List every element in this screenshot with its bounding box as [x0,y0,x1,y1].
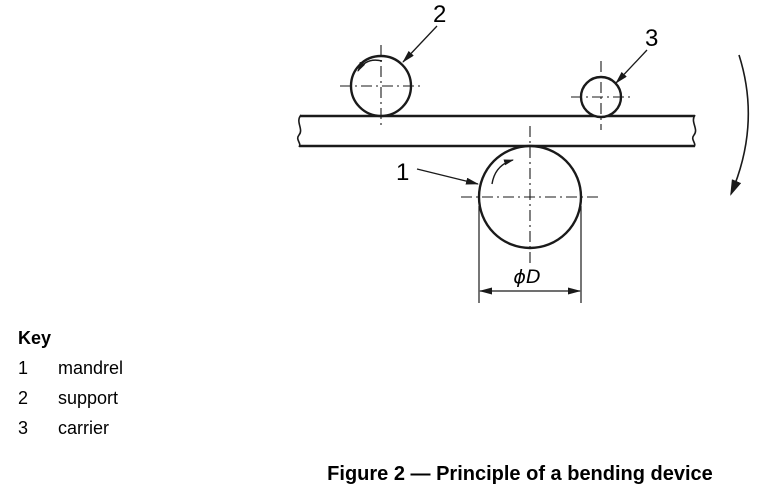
key-item-number: 2 [18,388,29,408]
support-roller [349,54,413,118]
key-item-carrier: 3 carrier [18,418,123,439]
centerlines [340,45,631,264]
support-rotation-arrow [357,59,383,72]
key-item-label: mandrel [58,358,124,378]
key-item-mandrel: 1 mandrel [18,358,123,379]
key-item-label: support [58,388,119,408]
dimension-label-phi-d: ϕD [513,266,540,288]
callout-label-mandrel: 1 [396,159,409,186]
callout-label-support: 2 [433,1,446,28]
bending-device-diagram: 1 2 3 ϕD [296,1,750,303]
figure-caption: Figure 2 — Principle of a bending device [327,463,713,485]
bar-left-break [296,114,302,148]
key-item-number: 3 [18,418,29,438]
mandrel-leader-line [416,168,479,185]
carrier-leader-line [615,49,648,84]
key-item-number: 1 [18,358,29,378]
key-item-support: 2 support [18,388,123,409]
callout-label-carrier: 3 [645,25,658,52]
diameter-dimension: ϕD [478,206,582,303]
mandrel-rotation-arrow [491,159,514,185]
bar-right-break [691,114,697,148]
key-title: Key [18,328,52,348]
support-leader-line [402,25,438,63]
bending-direction-arrow [730,54,750,196]
key-item-label: carrier [58,418,110,438]
test-piece-bar [296,114,697,148]
figure-key: Key 1 mandrel 2 support 3 carrier [18,327,123,448]
